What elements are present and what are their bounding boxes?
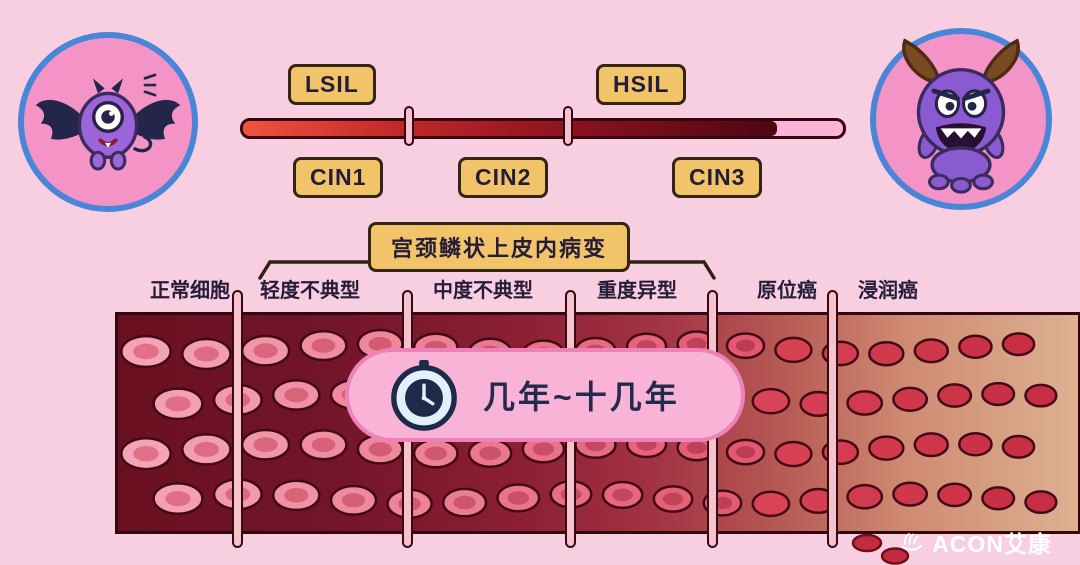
stage-divider <box>827 290 838 548</box>
stage-label-carcinoma-in-situ: 原位癌 <box>757 280 817 302</box>
tag-hsil: HSIL <box>596 64 687 105</box>
tag-cin2: CIN2 <box>458 157 549 198</box>
watermark-text: ACON艾康 <box>932 531 1052 557</box>
severity-progress-bar <box>240 118 846 139</box>
left-monster-badge <box>18 32 198 212</box>
clock-icon <box>391 359 457 431</box>
tag-cin1: CIN1 <box>293 157 384 198</box>
bracket-label-box: 宫颈鳞状上皮内病变 <box>368 222 631 272</box>
stage-label-normal-cells: 正常细胞 <box>150 280 230 302</box>
stage-label-mild-atypia: 轻度不典型 <box>260 280 360 302</box>
one-eyed-bat-monster-icon <box>35 73 181 171</box>
duration-banner: 几年~十几年 <box>345 348 745 442</box>
hand-logo-icon <box>902 533 923 551</box>
severity-progress-fill <box>243 121 777 136</box>
bar-segment-marker-2 <box>563 106 573 146</box>
stage-label-moderate-atypia: 中度不典型 <box>433 280 533 302</box>
stage-label-severe-dysplasia: 重度异型 <box>597 280 677 302</box>
stage-divider <box>232 290 243 548</box>
stray-cells-illustration <box>851 533 910 565</box>
tag-cin3: CIN3 <box>672 157 763 198</box>
tag-lsil: LSIL <box>288 64 376 105</box>
right-monster-badge <box>870 28 1052 210</box>
duration-text: 几年~十几年 <box>483 379 680 415</box>
watermark: ACON艾康 <box>899 525 1052 559</box>
stage-label-invasive-carcinoma: 浸润癌 <box>858 280 918 302</box>
bar-segment-marker-1 <box>404 106 414 146</box>
horned-monster-icon <box>902 38 1020 194</box>
